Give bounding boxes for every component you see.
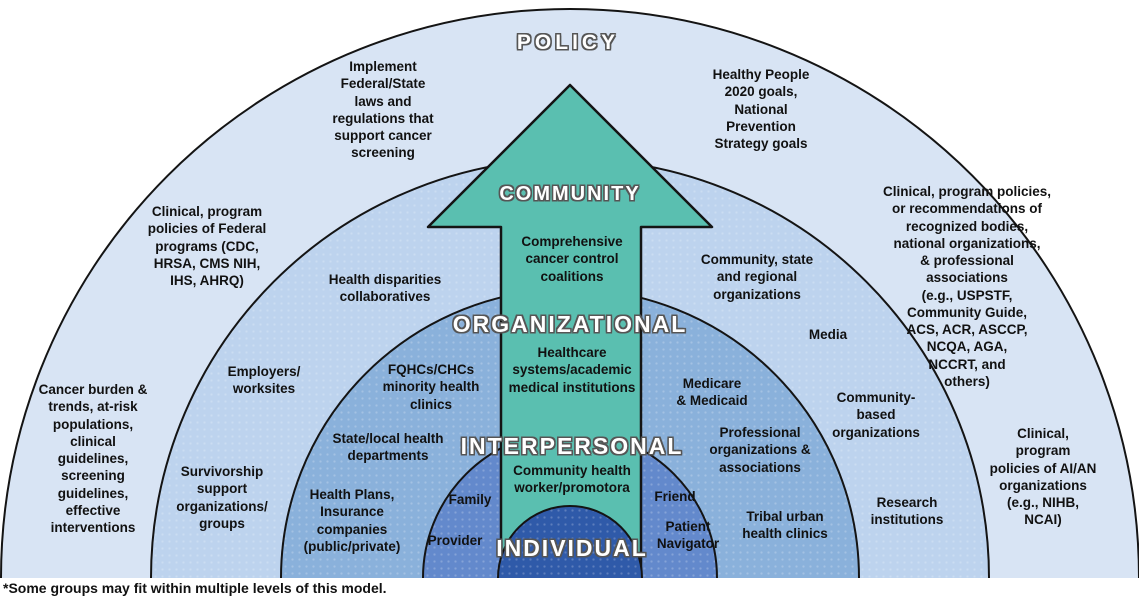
community-health-disparities-text: Health disparities collaboratives	[328, 272, 442, 305]
community-based-orgs-text: Community- based organizations	[832, 390, 920, 440]
policy-ai-an-orgs-text: Clinical, program policies of AI/AN orga…	[989, 426, 1097, 528]
ecological-model-diagram: Implement Federal/State laws and regulat…	[0, 8, 1139, 578]
policy-healthy-people-text: Healthy People 2020 goals, National Prev…	[712, 67, 810, 152]
model-footnote: *Some groups may fit within multiple lev…	[3, 580, 387, 596]
interpersonal-friend-text: Friend	[654, 489, 696, 504]
organizational-level-label: ORGANIZATIONAL	[452, 311, 688, 337]
arrow-community-health-worker-text: Community health worker/promotora	[513, 463, 631, 496]
organizational-professional-text: Professional organizations & association…	[709, 425, 811, 475]
policy-implement-laws-text: Implement Federal/State laws and regulat…	[332, 59, 434, 161]
arrow-healthcare-systems-text: Healthcare systems/academic medical inst…	[508, 345, 636, 395]
community-survivorship-text: Survivorship support organizations/ grou…	[176, 464, 268, 531]
policy-cancer-burden-text: Cancer burden & trends, at-risk populati…	[38, 382, 148, 536]
arrow-coalitions-text: Comprehensive cancer control coalitions	[521, 234, 623, 284]
interpersonal-provider-text: Provider	[427, 533, 483, 548]
community-state-regional-text: Community, state and regional organizati…	[700, 252, 814, 302]
interpersonal-family-text: Family	[448, 492, 492, 507]
interpersonal-patient-navigator-text: Patient Navigator	[656, 519, 720, 552]
organizational-state-local-text: State/local health departments	[332, 431, 444, 464]
community-research-text: Research institutions	[870, 495, 944, 528]
community-level-label: COMMUNITY	[499, 183, 641, 205]
policy-level-label: POLICY	[516, 31, 620, 54]
organizational-fqhcs-text: FQHCs/CHCs minority health clinics	[382, 362, 480, 412]
organizational-tribal-text: Tribal urban health clinics	[742, 509, 828, 542]
community-media-text: Media	[808, 327, 848, 342]
individual-level-label: INDIVIDUAL	[496, 535, 648, 561]
policy-federal-programs-text: Clinical, program policies of Federal pr…	[147, 204, 267, 289]
policy-recognized-bodies-text: Clinical, program policies, or recommend…	[882, 184, 1052, 389]
organizational-health-plans-text: Health Plans, Insurance companies (publi…	[303, 487, 401, 554]
organizational-medicare-text: Medicare & Medicaid	[676, 376, 748, 409]
community-employers-text: Employers/ worksites	[227, 364, 301, 397]
interpersonal-level-label: INTERPERSONAL	[460, 433, 684, 459]
